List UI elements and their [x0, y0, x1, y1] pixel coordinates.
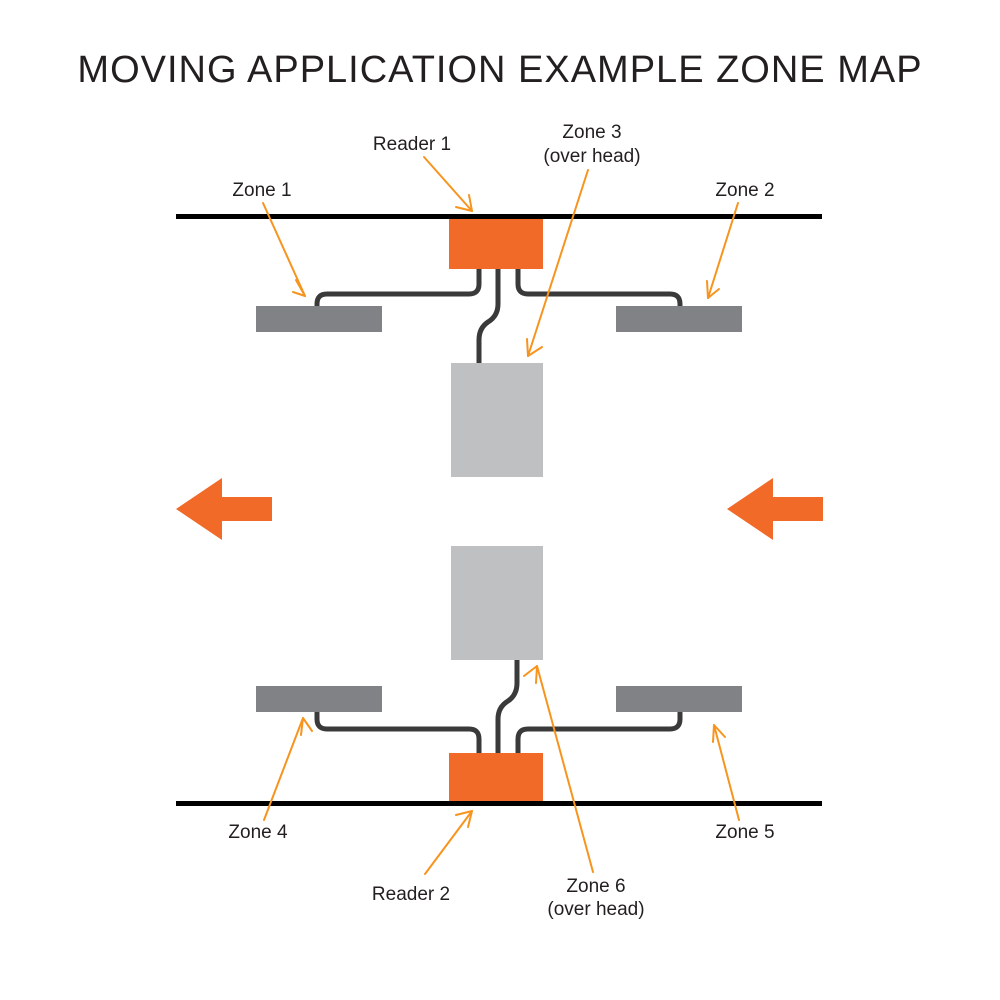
leader-zone5-head [712, 724, 726, 743]
antenna-pad-zone5[interactable] [616, 686, 742, 712]
leader-zone6 [536, 665, 594, 873]
label-zone2: Zone 2 [715, 180, 774, 201]
overhead-antenna-zone6[interactable] [451, 546, 543, 660]
leader-zone4 [263, 717, 304, 821]
leader-reader1-head [455, 194, 473, 212]
label-zone4: Zone 4 [228, 822, 288, 843]
overhead-antenna-zone3[interactable] [451, 363, 543, 477]
cable-reader1-overhead [476, 268, 501, 366]
cables-top [314, 268, 683, 366]
label-zone6-line1: Zone 6 [566, 876, 625, 897]
page-title: MOVING APPLICATION EXAMPLE ZONE MAP [77, 49, 922, 91]
direction-arrow-right [727, 478, 823, 540]
label-zone5: Zone 5 [715, 822, 774, 843]
label-zone1: Zone 1 [232, 180, 291, 201]
antenna-pad-zone4[interactable] [256, 686, 382, 712]
leader-zone6-head [523, 665, 538, 684]
leader-zone5 [713, 724, 740, 821]
leader-zone2 [707, 202, 739, 299]
antenna-pad-zone1[interactable] [256, 306, 382, 332]
wall-top [176, 214, 822, 219]
leader-lines [262, 156, 740, 875]
wall-bottom [176, 801, 822, 806]
direction-arrow-left [176, 478, 272, 540]
cable-reader1-left [314, 268, 482, 312]
reader-2-box[interactable] [449, 753, 543, 803]
leader-reader2-head [455, 810, 473, 828]
leader-zone1-head [292, 279, 306, 297]
cable-reader2-left [314, 711, 482, 755]
cable-reader2-overhead [495, 657, 520, 755]
antenna-pad-zone2[interactable] [616, 306, 742, 332]
leader-zone4-head [300, 717, 313, 736]
leader-zone1 [262, 202, 306, 297]
label-reader2: Reader 2 [372, 884, 450, 905]
leader-reader1 [423, 156, 473, 212]
label-reader1: Reader 1 [373, 134, 451, 155]
leader-zone3-head [526, 338, 543, 357]
label-zone3-line1: Zone 3 [562, 122, 621, 143]
label-zone3-line2: (over head) [543, 146, 640, 167]
leader-zone3 [527, 169, 589, 357]
leader-zone2-head [706, 280, 720, 299]
cables-bottom [314, 657, 683, 755]
label-zone6-line2: (over head) [547, 899, 644, 920]
reader-1-box[interactable] [449, 219, 543, 269]
leader-reader2 [424, 810, 473, 875]
cable-reader2-right [515, 711, 683, 755]
cable-reader1-right [515, 268, 683, 312]
